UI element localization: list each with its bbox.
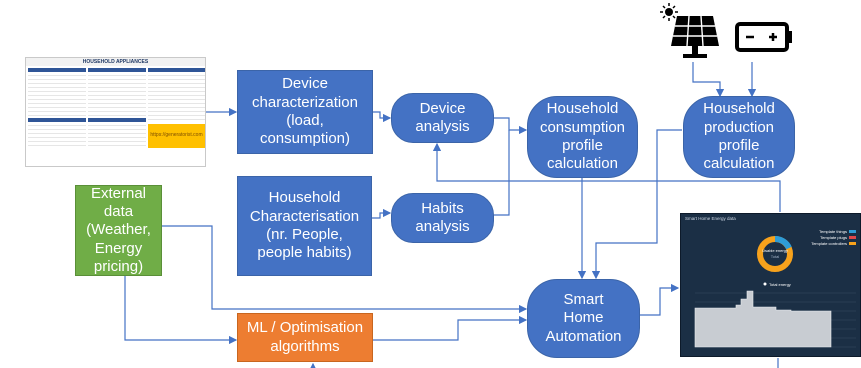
energy-area — [694, 290, 832, 348]
energy-icons — [660, 3, 792, 58]
donut-label: Usable energy — [762, 248, 788, 253]
device-characterization-label: Device characterization (load, consumpti… — [252, 75, 358, 148]
household-consumption-label: Household consumption profile calculatio… — [539, 100, 626, 173]
household-appliances-spreadsheet: HOUSEHOLD APPLIANCES https://generatoris… — [25, 57, 206, 167]
household-production-label: Household production profile calculation — [703, 100, 775, 173]
spreadsheet-url: https://generatorist.com — [148, 124, 205, 148]
household-characterisation-node: Household Characterisation (nr. People, … — [237, 176, 372, 276]
device-analysis-node: Device analysis — [391, 93, 494, 143]
household-production-node: Household production profile calculation — [683, 96, 795, 178]
household-consumption-node: Household consumption profile calculatio… — [527, 96, 638, 178]
spreadsheet-title: HOUSEHOLD APPLIANCES — [26, 58, 205, 66]
dashboard-graphics — [694, 236, 856, 348]
ml-optimisation-label: ML / Optimisation algorithms — [246, 319, 364, 355]
household-characterisation-label: Household Characterisation (nr. People, … — [249, 189, 360, 262]
smart-home-dashboard: Smart Home Energy data Template things T… — [680, 213, 861, 357]
smart-home-automation-node: Smart Home Automation — [527, 279, 640, 358]
habits-analysis-node: Habits analysis — [391, 193, 494, 243]
external-data-label: External data (Weather, Energy pricing) — [86, 184, 151, 275]
spreadsheet-column-2 — [88, 68, 146, 164]
donut-blue — [774, 236, 792, 250]
donut-sub: Total — [770, 254, 780, 259]
spreadsheet-column-3: https://generatorist.com — [148, 68, 205, 164]
habits-analysis-label: Habits analysis — [415, 199, 470, 235]
external-data-node: External data (Weather, Energy pricing) — [75, 185, 162, 276]
device-analysis-label: Device analysis — [415, 99, 470, 135]
dashboard-legend-item: Template things — [819, 229, 856, 234]
device-characterization-node: Device characterization (load, consumpti… — [237, 70, 373, 154]
sun-icon — [660, 3, 678, 21]
dashboard-title: Smart Home Energy data — [685, 216, 736, 221]
series-dot — [763, 282, 767, 286]
series-label: Total energy — [769, 282, 791, 287]
solar-panel-icon — [671, 15, 719, 58]
battery-icon — [735, 22, 792, 52]
ml-optimisation-node: ML / Optimisation algorithms — [237, 313, 373, 362]
smart-home-automation-label: Smart Home Automation — [545, 291, 622, 345]
spreadsheet-column-1 — [28, 68, 86, 164]
dashboard-legend-item: Template controllers — [811, 241, 856, 246]
dashboard-legend-item: Template plugs — [820, 235, 856, 240]
